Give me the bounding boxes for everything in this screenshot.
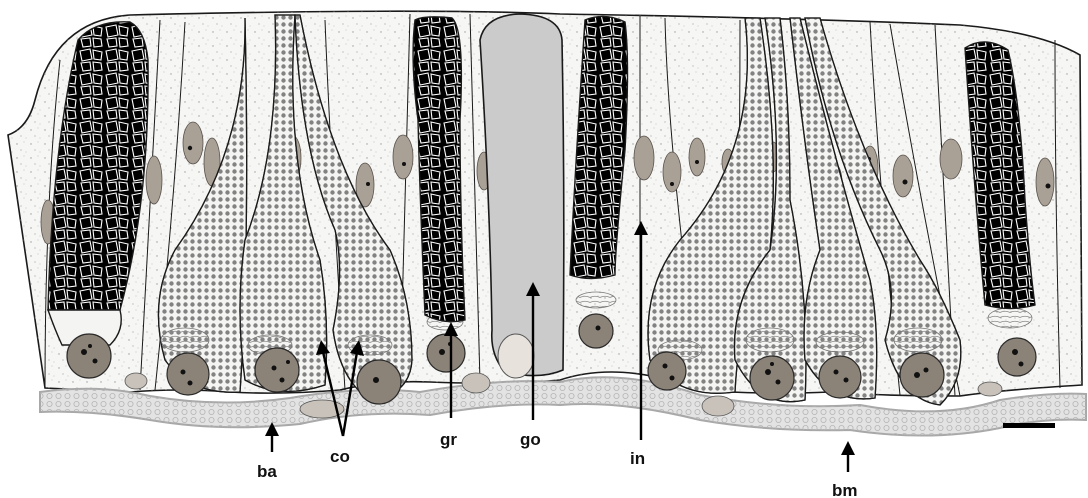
gray-cell-nucleus [498, 334, 534, 378]
label-co: co [330, 447, 350, 466]
label-in: in [630, 449, 645, 468]
scale-bar [1003, 423, 1055, 428]
label-gr: gr [440, 430, 457, 449]
label-ba: ba [257, 462, 277, 481]
label-go: go [520, 430, 541, 449]
large-gray-cell [480, 14, 564, 376]
label-bm: bm [832, 481, 858, 498]
